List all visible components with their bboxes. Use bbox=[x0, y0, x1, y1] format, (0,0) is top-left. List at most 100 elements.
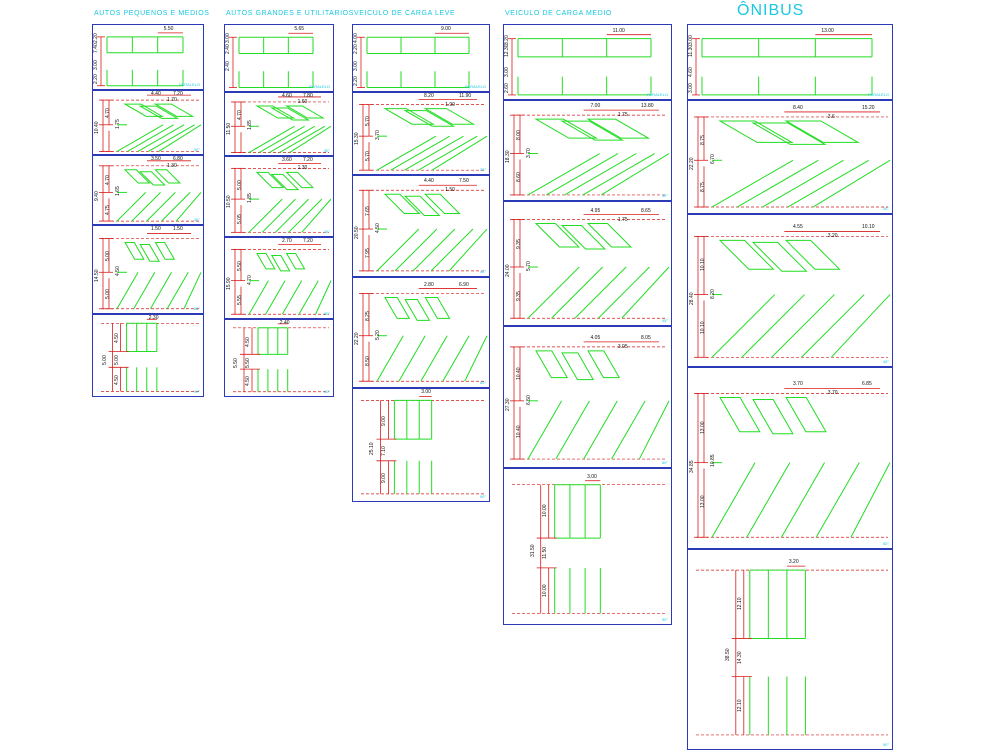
dimension-label: 4.60 bbox=[688, 66, 694, 77]
dimension-label: 24.00 bbox=[505, 264, 511, 277]
dimension-label: 9.00 bbox=[381, 473, 388, 484]
stall-lower bbox=[175, 192, 202, 222]
dimension-label: 20.50 bbox=[354, 226, 360, 239]
stall-drawing bbox=[231, 244, 332, 315]
stall-lower bbox=[597, 266, 650, 319]
dimension-label: 31.50 bbox=[529, 544, 536, 558]
dimension-label: 8.00 bbox=[516, 130, 522, 141]
dimension-label: 8.75 bbox=[700, 134, 706, 145]
stall-lower bbox=[269, 125, 315, 153]
dimension-label: 2.20 bbox=[93, 73, 99, 84]
column-title: VEICULO DE CARGA LEVE bbox=[354, 10, 456, 17]
dimension-label: 10.10 bbox=[700, 321, 706, 334]
stall-lower bbox=[431, 135, 488, 171]
stall-upper bbox=[284, 105, 325, 119]
stall-lower bbox=[830, 294, 891, 358]
dimension-label: 8.65 bbox=[641, 207, 651, 214]
stall-upper bbox=[256, 252, 276, 270]
stall-lower bbox=[248, 125, 295, 153]
dimension-label: 5.55 bbox=[237, 295, 243, 306]
dimension-label: 3.70 bbox=[793, 381, 803, 388]
stall-upper bbox=[535, 350, 569, 379]
dimension-label: 9.35 bbox=[516, 239, 522, 250]
angle-tag: 30° bbox=[882, 206, 889, 211]
stall-lower bbox=[611, 400, 646, 460]
stall-upper bbox=[270, 173, 300, 191]
stall-lower bbox=[812, 159, 891, 208]
stall-lower bbox=[148, 124, 195, 152]
dimension-label: 1.75 bbox=[115, 119, 121, 129]
stall-lower bbox=[166, 272, 189, 310]
stall-lower bbox=[787, 159, 869, 208]
dimension-label: 3.70 bbox=[526, 147, 532, 158]
dimension-label: 4.70 bbox=[237, 110, 243, 121]
dimension-label: 6.80 bbox=[173, 156, 183, 162]
layout-panel-angled: 7.00 13.80 1.75 18.30 8.00 3.70 8.60 30° bbox=[503, 100, 672, 201]
dimension-label: 10.00 bbox=[541, 504, 548, 518]
angle-tag: PARALELO bbox=[179, 82, 200, 87]
stall-drawing bbox=[694, 111, 891, 208]
stall-drawing bbox=[510, 109, 670, 196]
stall-drawing bbox=[97, 32, 184, 87]
dimension-label: 13.80 bbox=[641, 103, 654, 110]
stall-lower bbox=[265, 280, 286, 315]
stall-upper bbox=[383, 193, 421, 214]
stall-drawing bbox=[229, 32, 314, 89]
stall-upper bbox=[383, 108, 436, 125]
dimension-label: 8.05 bbox=[641, 334, 651, 341]
dimension-label: 9.00 bbox=[381, 416, 388, 426]
stall-upper bbox=[560, 225, 607, 250]
dimension-label: 13.00 bbox=[700, 495, 706, 508]
stall-drawing bbox=[99, 233, 202, 310]
stall-lower bbox=[551, 266, 604, 319]
stall-lower bbox=[258, 125, 305, 153]
dimension-label: 4.75 bbox=[105, 205, 111, 215]
dimension-label: 7.00 bbox=[590, 103, 601, 110]
dimension-label: 4.60 bbox=[282, 93, 292, 99]
dimension-label: 7.40 bbox=[93, 42, 99, 53]
dimension-label: 2.40 bbox=[279, 320, 290, 326]
dimension-label: 5.70 bbox=[365, 151, 371, 162]
dimension-label: 2.20 bbox=[353, 43, 359, 54]
dimension-label: 7.80 bbox=[303, 93, 313, 99]
dimension-label: 3.60 bbox=[282, 157, 292, 163]
stall-upper bbox=[586, 223, 633, 248]
dimension-label: 1.75 bbox=[617, 216, 628, 223]
stall-upper bbox=[587, 350, 621, 379]
dimension-label: 1.85 bbox=[247, 120, 253, 131]
dimension-label: 15.20 bbox=[862, 104, 875, 111]
angle-tag: 30° bbox=[661, 193, 668, 198]
dimension-label: 8.60 bbox=[516, 172, 522, 183]
dimension-label: 13.00 bbox=[821, 27, 834, 34]
dimension-label: 18.30 bbox=[505, 150, 511, 164]
stall-lower bbox=[430, 228, 474, 272]
dimension-label: 7.50 bbox=[459, 178, 469, 185]
stall-lower bbox=[150, 272, 172, 310]
angle-tag: 45° bbox=[479, 269, 486, 274]
stall-drawing bbox=[231, 162, 332, 233]
dimension-label: 5.00 bbox=[113, 355, 120, 366]
stall-lower bbox=[248, 198, 283, 233]
dimension-label: 3.05 bbox=[617, 343, 628, 350]
stall-upper bbox=[269, 107, 311, 121]
dimension-label: 8.40 bbox=[793, 104, 803, 111]
column-title: AUTOS PEQUENOS E MEDIOS bbox=[94, 10, 210, 17]
dimension-label: 5.50 bbox=[237, 261, 243, 272]
stall-drawing bbox=[359, 288, 488, 382]
dimension-label: 1.75 bbox=[617, 112, 628, 119]
stall-drawing bbox=[696, 565, 888, 736]
stall-lower bbox=[376, 135, 437, 171]
stall-upper bbox=[403, 195, 441, 216]
stall-upper bbox=[534, 118, 599, 139]
dimension-label: 10.40 bbox=[516, 367, 522, 380]
stall-drawing bbox=[694, 231, 891, 358]
dimension-label: 25.10 bbox=[369, 442, 376, 456]
angle-tag: 60° bbox=[661, 460, 668, 465]
stall-lower bbox=[248, 280, 269, 315]
dimension-label: 10.40 bbox=[516, 425, 522, 438]
stall-lower bbox=[376, 335, 404, 382]
dimension-label: 4.05 bbox=[590, 334, 601, 341]
